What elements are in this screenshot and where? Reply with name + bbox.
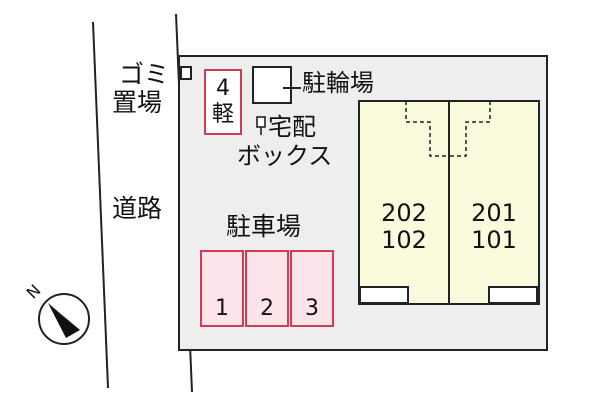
balcony-left <box>359 286 409 304</box>
unit-block-201-101: 201 101 <box>448 100 540 305</box>
road-label: 道路 <box>112 194 163 223</box>
unit-number-upper: 201 <box>471 199 517 227</box>
parking-space-number: 1 <box>215 296 229 321</box>
parking-space: 2 <box>245 250 289 327</box>
garbage-label-line2: 置場 <box>112 88 163 117</box>
light-car-space-number: 4 <box>216 76 230 101</box>
parking-spaces: 1 2 3 <box>200 250 334 327</box>
north-compass-icon <box>38 293 90 345</box>
entry-notch-right <box>449 101 491 157</box>
unit-label: 202 102 <box>360 200 448 254</box>
delivery-box-label-line1: 宅配 <box>268 113 316 141</box>
light-car-space-type: 軽 <box>211 102 234 127</box>
light-car-space: 4 軽 <box>204 69 242 135</box>
entry-notch-left <box>405 101 448 157</box>
bicycle-parking-leader <box>283 87 301 89</box>
delivery-box-label-line2: ボックス <box>237 142 333 170</box>
garbage-area-box <box>180 66 192 80</box>
parking-space-number: 2 <box>260 296 274 321</box>
unit-number-lower: 102 <box>381 226 427 254</box>
unit-block-202-102: 202 102 <box>358 100 450 305</box>
balcony-right <box>488 286 538 304</box>
garbage-label-line1: ゴミ <box>119 60 170 89</box>
bicycle-parking-box <box>252 66 292 104</box>
unit-number-upper: 202 <box>381 199 427 227</box>
unit-label: 201 101 <box>450 200 538 254</box>
parking-space: 3 <box>290 250 334 327</box>
delivery-box-icon <box>256 116 266 135</box>
parking-space-number: 3 <box>305 296 319 321</box>
road-edge-left <box>92 21 109 389</box>
parking-space: 1 <box>200 250 244 327</box>
bicycle-parking-label: 駐輪場 <box>302 69 374 97</box>
parking-label: 駐車場 <box>226 212 302 241</box>
unit-number-lower: 101 <box>471 226 517 254</box>
